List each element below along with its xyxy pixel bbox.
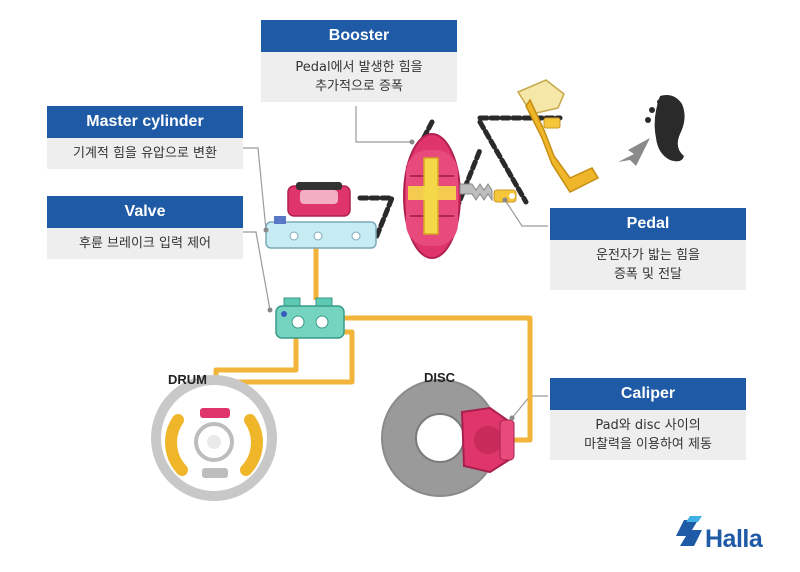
master-cylinder-description: 기계적 힘을 유압으로 변환 bbox=[47, 138, 243, 169]
halla-logo-text: Halla bbox=[705, 525, 763, 553]
disc-brake bbox=[381, 379, 515, 497]
halla-logo-mark bbox=[676, 516, 702, 546]
pedal-assembly bbox=[516, 79, 685, 193]
booster-line-2: 추가적으로 증폭 bbox=[315, 79, 403, 94]
pedal-line-1: 운전자가 밟는 힘을 bbox=[596, 248, 700, 263]
connector-dots bbox=[263, 139, 515, 421]
booster-title: Booster bbox=[261, 20, 457, 52]
caliper-line-2: 마찰력을 이용하여 제동 bbox=[584, 437, 712, 452]
caliper-line-1: Pad와 disc 사이의 bbox=[595, 418, 701, 433]
callout-pedal: Pedal 운전자가 밟는 힘을 증폭 및 전달 bbox=[550, 208, 746, 290]
master-cylinder bbox=[265, 182, 377, 249]
pedal-title: Pedal bbox=[550, 208, 746, 240]
callout-valve: Valve 후륜 브레이크 입력 제어 bbox=[47, 196, 243, 259]
drum-label: DRUM bbox=[168, 372, 207, 387]
booster bbox=[403, 133, 517, 259]
valve-description: 후륜 브레이크 입력 제어 bbox=[47, 228, 243, 259]
master-cylinder-line-1: 기계적 힘을 유압으로 변환 bbox=[73, 146, 217, 161]
valve bbox=[275, 297, 345, 339]
master-cylinder-title: Master cylinder bbox=[47, 106, 243, 138]
booster-line-1: Pedal에서 발생한 힘을 bbox=[295, 60, 423, 75]
caliper-description: Pad와 disc 사이의 마찰력을 이용하여 제동 bbox=[550, 410, 746, 460]
halla-logo: Halla bbox=[683, 516, 783, 556]
pedal-line-2: 증폭 및 전달 bbox=[613, 267, 683, 282]
callout-booster: Booster Pedal에서 발생한 힘을 추가적으로 증폭 bbox=[261, 20, 457, 102]
callout-master-cylinder: Master cylinder 기계적 힘을 유압으로 변환 bbox=[47, 106, 243, 169]
valve-line-1: 후륜 브레이크 입력 제어 bbox=[79, 236, 211, 251]
booster-description: Pedal에서 발생한 힘을 추가적으로 증폭 bbox=[261, 52, 457, 102]
caliper-title: Caliper bbox=[550, 378, 746, 410]
drum-brake bbox=[151, 375, 277, 501]
callout-caliper: Caliper Pad와 disc 사이의 마찰력을 이용하여 제동 bbox=[550, 378, 746, 460]
pedal-description: 운전자가 밟는 힘을 증폭 및 전달 bbox=[550, 240, 746, 290]
valve-title: Valve bbox=[47, 196, 243, 228]
disc-label: DISC bbox=[424, 370, 456, 385]
